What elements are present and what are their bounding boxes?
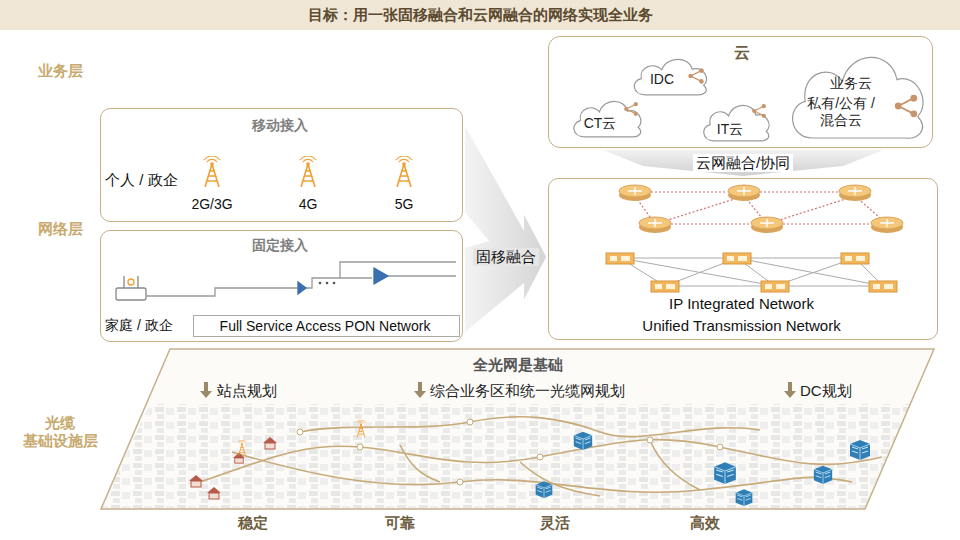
network-generation: 2G/3G — [182, 196, 242, 213]
node-text: 个人 / 政企 — [105, 171, 178, 189]
fixed-access-drawing — [116, 262, 456, 300]
fiber-ground — [101, 349, 934, 509]
edge-label: 云网融合/协同 — [693, 154, 793, 172]
node-heading: IP Integrated Network — [549, 295, 934, 313]
block-arrow — [603, 150, 883, 176]
node-text: DC规划 — [800, 382, 852, 400]
node-heading: 全光网是基础 — [100, 356, 935, 374]
label-box: Full Service Access PON Network — [193, 315, 460, 337]
property-label: 灵活 — [535, 514, 575, 532]
fiber-layer-band: 全光网是基础站点规划 综合业务区和统一光缆网规划 DC规划 — [100, 348, 935, 510]
cloud-shape: CT云 — [569, 95, 645, 139]
node-text: 私有/公有 /混合云 — [803, 95, 879, 129]
cloud-outline — [783, 43, 931, 143]
node-text: 综合业务区和统一光缆网规划 — [430, 382, 625, 400]
property-label: 稳定 — [233, 514, 273, 532]
title-text: 目标：用一张固移融合和云网融合的网络实现全业务 — [0, 6, 960, 24]
node-heading: IT云 — [707, 121, 753, 138]
network-glyph — [893, 93, 919, 119]
edge-label: 固移融合 — [473, 248, 539, 266]
node-heading: Full Service Access PON Network — [194, 318, 456, 335]
node-text: 站点规划 — [217, 382, 277, 400]
node-heading: 移动接入 — [101, 117, 459, 134]
title-bar: 目标：用一张固移融合和云网融合的网络实现全业务 — [0, 0, 960, 30]
mobile-towers — [204, 156, 412, 187]
network-glyph — [751, 103, 767, 119]
node-heading: 云 — [724, 43, 760, 62]
layer-label: 光缆 基础设施层 — [14, 414, 106, 450]
layer-label: 业务层 — [20, 62, 100, 80]
cloud-shape: IT云 — [699, 99, 773, 143]
node-text: 家庭 / 政企 — [105, 317, 173, 334]
network-glyph — [687, 67, 705, 85]
node-text: Unified Transmission Network — [549, 317, 934, 335]
group-box: IP Integrated NetworkUnified Transmissio… — [548, 178, 938, 340]
property-label: 可靠 — [380, 514, 420, 532]
node-heading: IDC — [635, 71, 689, 88]
group-box: 固定接入家庭 / 政企 Full Service Access PON Netwo… — [100, 230, 463, 342]
node-heading: 业务云 — [821, 75, 881, 92]
cloud-shape: 业务云私有/公有 /混合云 — [783, 43, 931, 143]
layer-label: 网络层 — [20, 220, 100, 238]
network-generation: 5G — [384, 196, 424, 213]
network-glyph — [623, 101, 639, 117]
node-heading: CT云 — [575, 115, 625, 132]
network-generation: 4G — [288, 196, 328, 213]
block-arrow — [465, 215, 546, 332]
network-topology — [606, 185, 903, 292]
property-label: 高效 — [685, 514, 725, 532]
node-heading: 固定接入 — [101, 237, 459, 254]
group-box: 云 IDC CT云 IT云 业务云私有/公有 /混合云 — [548, 36, 933, 148]
cloud-shape: IDC — [629, 53, 711, 97]
